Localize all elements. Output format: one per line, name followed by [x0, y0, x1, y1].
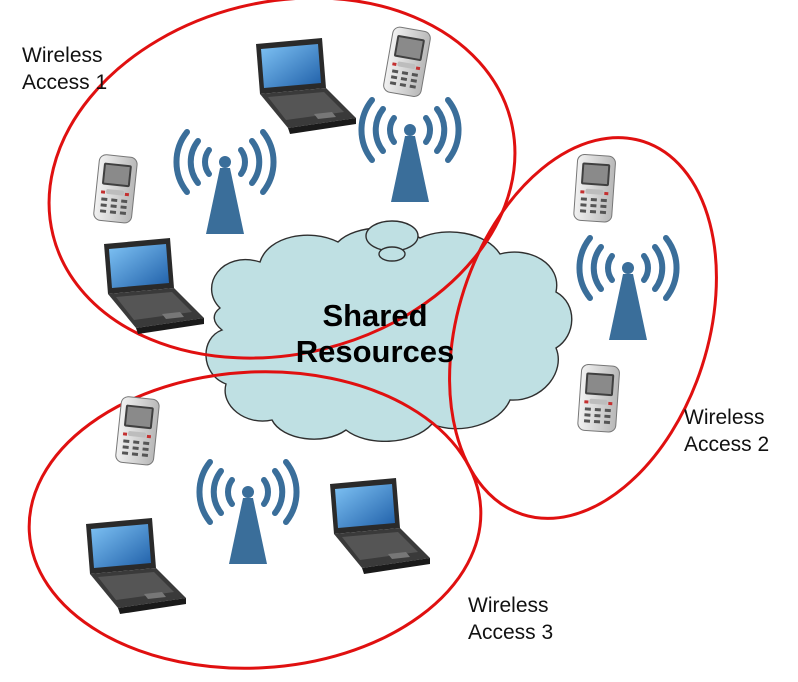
access-area-3-label-line-2: Access 3	[468, 621, 554, 644]
shared-resources-label: Shared Resources	[270, 298, 480, 370]
phone-icon	[114, 395, 161, 467]
antenna-icon	[176, 132, 273, 234]
antenna-icon	[579, 238, 676, 340]
cloud-icon	[205, 220, 573, 443]
laptop-icon	[104, 238, 204, 334]
laptop-icon	[86, 518, 186, 614]
phone-icon	[382, 25, 432, 99]
access-area-3-label-line-1: Wireless	[468, 594, 549, 617]
antenna-icon	[361, 100, 458, 202]
shared-resources-line-2: Resources	[295, 334, 455, 369]
phone-icon	[576, 363, 621, 433]
access-area-3-label: Wireless Access 3	[468, 592, 553, 646]
access-area-1-boundary	[47, 0, 517, 360]
access-area-2-label: Wireless Access 2	[684, 404, 769, 458]
antenna-icon	[199, 462, 296, 564]
phone-icon	[92, 153, 139, 225]
access-area-1-label-line-1: Wireless	[22, 44, 103, 67]
shared-resources-line-1: Shared	[322, 298, 428, 333]
access-area-2-label-line-1: Wireless	[684, 406, 765, 429]
access-area-3-boundary	[27, 370, 483, 670]
laptop-icon	[330, 478, 430, 574]
access-area-1-label: Wireless Access 1	[22, 42, 107, 96]
phone-icon	[572, 153, 617, 223]
access-area-2-label-line-2: Access 2	[684, 433, 770, 456]
access-area-2-boundary	[448, 136, 718, 520]
laptop-icon	[256, 38, 356, 134]
access-area-1-label-line-2: Access 1	[22, 71, 108, 94]
